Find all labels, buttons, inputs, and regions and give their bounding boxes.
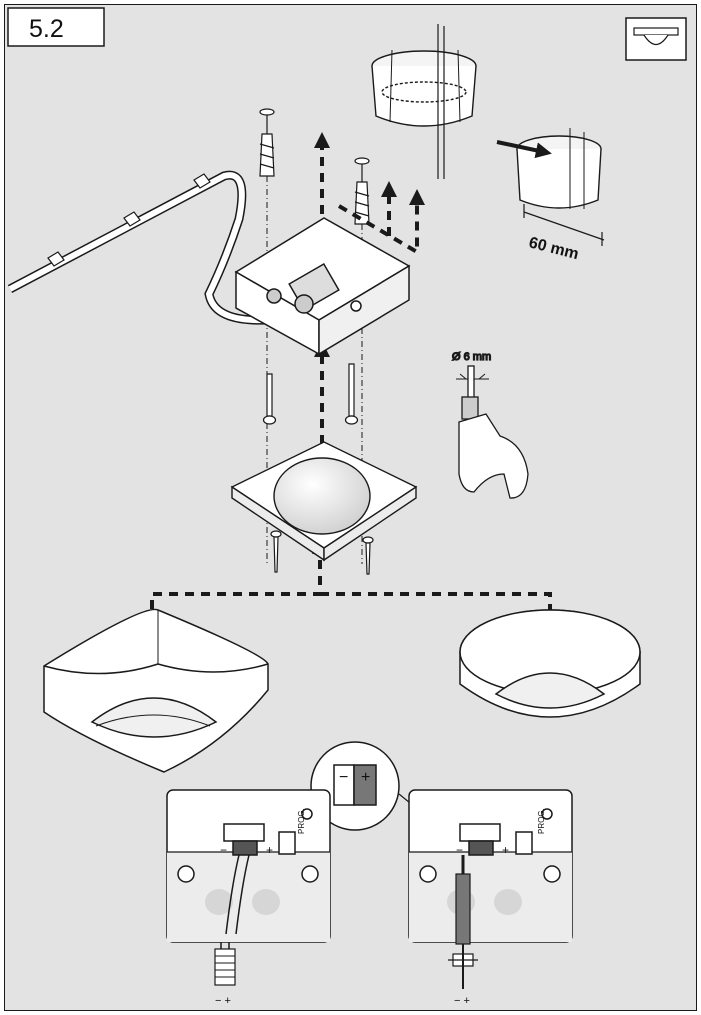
right-cable-polarity: − + <box>454 995 470 1007</box>
sensor-module <box>230 441 418 562</box>
cable-plug-right <box>448 855 478 989</box>
section-number: 5.2 <box>29 15 64 43</box>
wiring-panel-right: PROG. − + − + <box>408 789 573 1007</box>
flush-box-large <box>371 24 477 179</box>
left-cable-polarity: − + <box>215 995 231 1007</box>
right-prog-label: PROG. <box>537 808 546 834</box>
left-terminal-minus: − <box>220 843 227 857</box>
ceiling-sensor-icon <box>625 17 687 61</box>
screw-pair-lower <box>270 530 374 575</box>
mounting-base-box <box>234 217 411 356</box>
polarity-plus-label: + <box>361 769 370 786</box>
drill-icon: Ø 6 mm <box>451 350 529 499</box>
wiring-panel-left: PROG. − + − + <box>166 789 331 1007</box>
right-terminal-plus: + <box>502 843 509 857</box>
left-prog-label: PROG. <box>297 808 306 834</box>
cable-clip <box>47 173 211 267</box>
square-cover <box>43 608 269 773</box>
cable-plug-left <box>214 942 236 986</box>
screw-pair-upper <box>262 363 359 425</box>
section-number-box: 5.2 <box>7 7 105 47</box>
drill-diameter-label: Ø 6 mm <box>452 351 491 363</box>
cable <box>7 170 267 325</box>
left-terminal-plus: + <box>266 843 273 857</box>
round-cover <box>459 609 641 718</box>
installation-diagram: 5.2 60 mm <box>4 4 697 1011</box>
polarity-callout: − + <box>254 741 466 852</box>
right-terminal-minus: − <box>456 843 463 857</box>
flush-box-small <box>496 128 602 209</box>
wall-plug-left <box>259 108 275 177</box>
polarity-minus-label: − <box>339 769 348 786</box>
